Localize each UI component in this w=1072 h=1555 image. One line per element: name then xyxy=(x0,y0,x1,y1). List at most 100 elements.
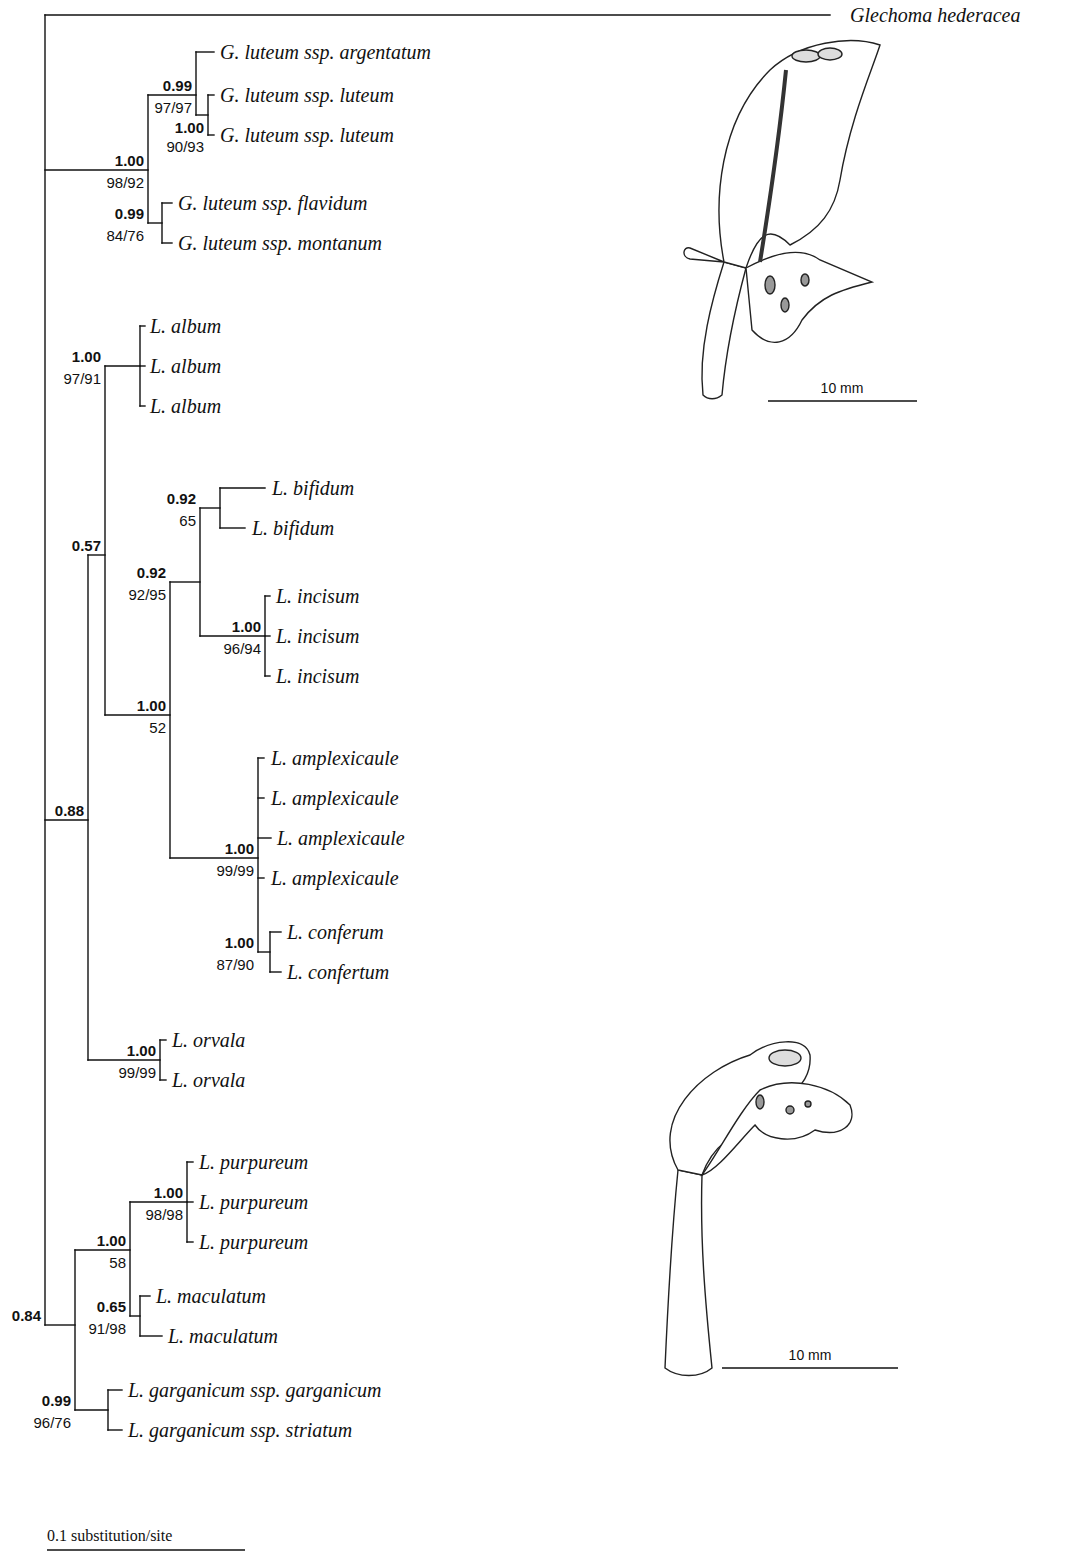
tree-branch xyxy=(258,837,271,838)
tree-branch xyxy=(265,635,270,636)
tree-branch xyxy=(219,488,220,528)
tree-branch xyxy=(105,714,170,715)
taxon-name: G. luteum ssp. luteum xyxy=(220,125,394,145)
posterior-probability: 1.00 xyxy=(225,841,254,856)
taxon-name: L. purpureum xyxy=(199,1192,308,1212)
tree-branch xyxy=(258,951,270,952)
lower-lip xyxy=(702,1083,852,1175)
tree-branch xyxy=(140,405,145,406)
bootstrap-value: 90/93 xyxy=(166,139,204,154)
taxon-name: G. luteum ssp. argentatum xyxy=(220,42,431,62)
posterior-probability: 1.00 xyxy=(225,935,254,950)
taxon-name: L. incisum xyxy=(276,666,359,686)
tree-branch xyxy=(160,1039,166,1040)
tree-branch xyxy=(160,1079,166,1080)
tree-branch xyxy=(196,114,208,115)
scale-label: 0.1 substitution/site xyxy=(47,1528,172,1544)
taxon-name: L. bifidum xyxy=(252,518,334,538)
bootstrap-value: 97/91 xyxy=(63,371,101,386)
bootstrap-value: 58 xyxy=(109,1255,126,1270)
taxon-name: L. orvala xyxy=(172,1030,245,1050)
tree-branch xyxy=(105,365,140,366)
spot xyxy=(765,276,775,294)
tree-branch xyxy=(258,877,264,878)
bootstrap-value: 97/97 xyxy=(154,100,192,115)
tree-branch xyxy=(207,95,208,135)
posterior-probability: 0.99 xyxy=(163,78,192,93)
posterior-probability: 1.00 xyxy=(127,1043,156,1058)
bootstrap-value: 99/99 xyxy=(118,1065,156,1080)
taxon-name: L. album xyxy=(150,396,221,416)
tree-branch xyxy=(108,1429,122,1430)
taxon-name: L. amplexicaule xyxy=(277,828,405,848)
spot xyxy=(781,298,789,312)
spot xyxy=(801,274,809,286)
bootstrap-value: 98/92 xyxy=(106,175,144,190)
tree-branch xyxy=(170,581,200,582)
scale-label: 10 mm xyxy=(821,381,864,395)
scale-label: 10 mm xyxy=(789,1348,832,1362)
tree-branch xyxy=(130,1201,187,1202)
taxon-name: L. incisum xyxy=(276,586,359,606)
taxon-name: G. luteum ssp. luteum xyxy=(220,85,394,105)
posterior-probability: 0.84 xyxy=(12,1308,41,1323)
tree-branch xyxy=(147,95,148,223)
tree-branch xyxy=(129,1202,130,1316)
taxon-name: Glechoma hederacea xyxy=(850,5,1021,25)
taxon-name: L. amplexicaule xyxy=(271,788,399,808)
tree-branch xyxy=(220,527,245,528)
calyx-tooth xyxy=(684,248,724,262)
taxon-name: L. purpureum xyxy=(199,1152,308,1172)
taxon-name: L. bifidum xyxy=(272,478,354,498)
posterior-probability: 1.00 xyxy=(137,698,166,713)
bootstrap-value: 98/98 xyxy=(145,1207,183,1222)
anther xyxy=(792,50,820,62)
tree-branch xyxy=(187,1161,193,1162)
tree-branch xyxy=(88,554,105,555)
tree-branch xyxy=(170,857,258,858)
taxon-name: L. confertum xyxy=(287,962,389,982)
scale-bar xyxy=(47,1549,245,1550)
bootstrap-value: 96/94 xyxy=(223,641,261,656)
tree-branch xyxy=(270,931,281,932)
tree-branch xyxy=(139,1296,140,1336)
tree-branch xyxy=(265,675,270,676)
tree-branch xyxy=(44,15,45,1325)
tree-branch xyxy=(130,1315,140,1316)
tree-branch xyxy=(199,508,200,636)
posterior-probability: 0.88 xyxy=(55,803,84,818)
tree-branch xyxy=(208,134,214,135)
taxon-name: L. maculatum xyxy=(168,1326,278,1346)
tree-branch xyxy=(161,203,162,243)
tree-branch xyxy=(187,1201,193,1202)
tree-branch xyxy=(148,222,162,223)
taxon-name: L. orvala xyxy=(172,1070,245,1090)
tree-branch xyxy=(258,757,264,758)
posterior-probability: 0.92 xyxy=(167,491,196,506)
scale-bar xyxy=(768,400,917,401)
corolla-tube xyxy=(665,1170,712,1376)
bootstrap-value: 92/95 xyxy=(128,587,166,602)
tree-branch xyxy=(270,971,281,972)
taxon-name: L. amplexicaule xyxy=(271,748,399,768)
spot xyxy=(805,1101,811,1107)
anther xyxy=(769,1050,801,1066)
posterior-probability: 1.00 xyxy=(97,1233,126,1248)
taxon-name: L. amplexicaule xyxy=(271,868,399,888)
taxon-name: L. conferum xyxy=(287,922,384,942)
posterior-probability: 0.65 xyxy=(97,1299,126,1314)
tree-branch xyxy=(108,1389,122,1390)
tree-branch xyxy=(269,932,270,972)
tree-branch xyxy=(195,52,196,115)
tree-branch xyxy=(45,14,830,15)
tree-branch xyxy=(162,202,172,203)
posterior-probability: 1.00 xyxy=(175,120,204,135)
taxon-name: L. album xyxy=(150,356,221,376)
bootstrap-value: 87/90 xyxy=(216,957,254,972)
tree-branch xyxy=(140,325,145,326)
bootstrap-value: 91/98 xyxy=(88,1321,126,1336)
tree-branch xyxy=(258,797,264,798)
tree-branch xyxy=(88,1059,160,1060)
